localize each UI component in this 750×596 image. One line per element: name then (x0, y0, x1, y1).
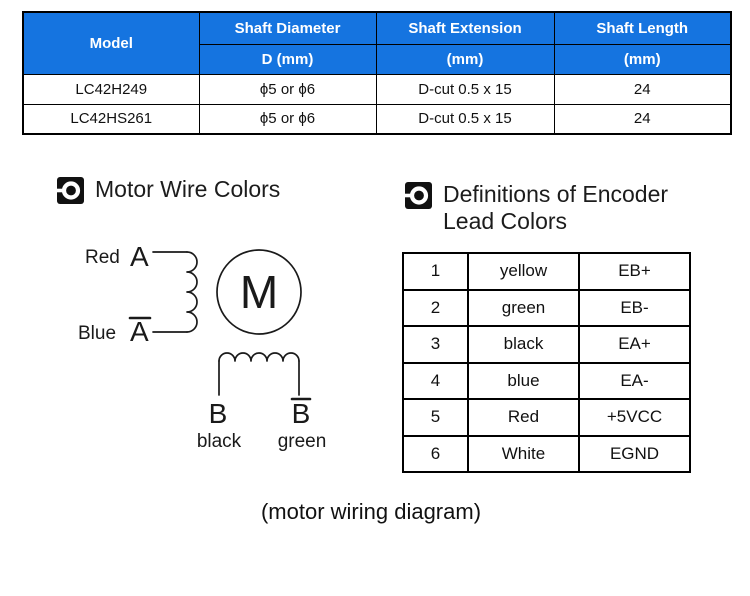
spec-cell-extension: D-cut 0.5 x 15 (375, 103, 555, 135)
spec-header-extension: Shaft Extension (375, 11, 555, 45)
encoder-signal: +5VCC (578, 398, 691, 437)
section-title-label: Definitions of Encoder Lead Colors (443, 181, 668, 235)
encoder-pin: 4 (402, 361, 469, 400)
encoder-pin: 5 (402, 398, 469, 437)
section-title-line2: Lead Colors (443, 208, 568, 234)
encoder-pin: 1 (402, 252, 469, 291)
section-title-line1: Definitions of Encoder (443, 181, 669, 207)
target-icon (405, 182, 432, 215)
encoder-signal: EA+ (578, 325, 691, 364)
label-b: B (209, 398, 228, 429)
section-title-encoder-lead-colors: Definitions of Encoder Lead Colors (405, 181, 695, 235)
motor-letter: M (240, 266, 278, 318)
encoder-color: black (467, 325, 580, 364)
encoder-pin: 2 (402, 288, 469, 327)
encoder-signal: EGND (578, 434, 691, 473)
encoder-color: yellow (467, 252, 580, 291)
encoder-table: 1 yellow EB+ 2 green EB- 3 black EA+ 4 b… (402, 252, 691, 473)
encoder-pin: 6 (402, 434, 469, 473)
encoder-pin: 3 (402, 325, 469, 364)
phase-a-coil (186, 251, 198, 333)
encoder-signal: EB- (578, 288, 691, 327)
encoder-color: green (467, 288, 580, 327)
encoder-color: Red (467, 398, 580, 437)
spec-header-length-unit: (mm) (553, 43, 732, 75)
encoder-color: White (467, 434, 580, 473)
spec-table: Model Shaft Diameter Shaft Extension Sha… (22, 11, 732, 135)
encoder-row: 6 White EGND (402, 434, 691, 473)
spec-cell-diameter: ϕ5 or ϕ6 (198, 103, 377, 135)
encoder-signal: EB+ (578, 252, 691, 291)
motor-wiring-diagram: Red A Blue A M B B black green (78, 241, 327, 452)
label-b-bar: B (292, 398, 311, 429)
spec-cell-extension: D-cut 0.5 x 15 (375, 73, 555, 105)
label-green: green (278, 431, 327, 452)
spec-header-diameter: Shaft Diameter (198, 11, 377, 45)
encoder-row: 3 black EA+ (402, 325, 691, 364)
spec-cell-length: 24 (553, 103, 732, 135)
spec-cell-length: 24 (553, 73, 732, 105)
label-a: A (130, 241, 149, 272)
spec-cell-model: LC42H249 (22, 73, 200, 105)
spec-header-extension-unit: (mm) (375, 43, 555, 75)
section-title-motor-wire-colors: Motor Wire Colors (57, 176, 280, 210)
encoder-row: 1 yellow EB+ (402, 252, 691, 291)
spec-cell-model: LC42HS261 (22, 103, 200, 135)
encoder-color: blue (467, 361, 580, 400)
encoder-row: 4 blue EA- (402, 361, 691, 400)
spec-row: LC42HS261 ϕ5 or ϕ6 D-cut 0.5 x 15 24 (22, 103, 732, 135)
encoder-signal: EA- (578, 361, 691, 400)
label-red: Red (85, 247, 120, 268)
label-blue: Blue (78, 323, 116, 344)
encoder-row: 2 green EB- (402, 288, 691, 327)
encoder-row: 5 Red +5VCC (402, 398, 691, 437)
section-title-label: Motor Wire Colors (95, 176, 281, 202)
motor-circle (216, 249, 302, 335)
spec-header-model: Model (22, 11, 200, 75)
label-black: black (197, 431, 242, 452)
spec-header-length: Shaft Length (553, 11, 732, 45)
phase-b-coil (218, 352, 300, 362)
spec-cell-diameter: ϕ5 or ϕ6 (198, 73, 377, 105)
target-icon (57, 177, 84, 210)
diagram-caption: (motor wiring diagram) (260, 499, 482, 524)
spec-header-diameter-unit: D (mm) (198, 43, 377, 75)
label-a-bar: A (130, 316, 149, 347)
spec-row: LC42H249 ϕ5 or ϕ6 D-cut 0.5 x 15 24 (22, 73, 732, 105)
